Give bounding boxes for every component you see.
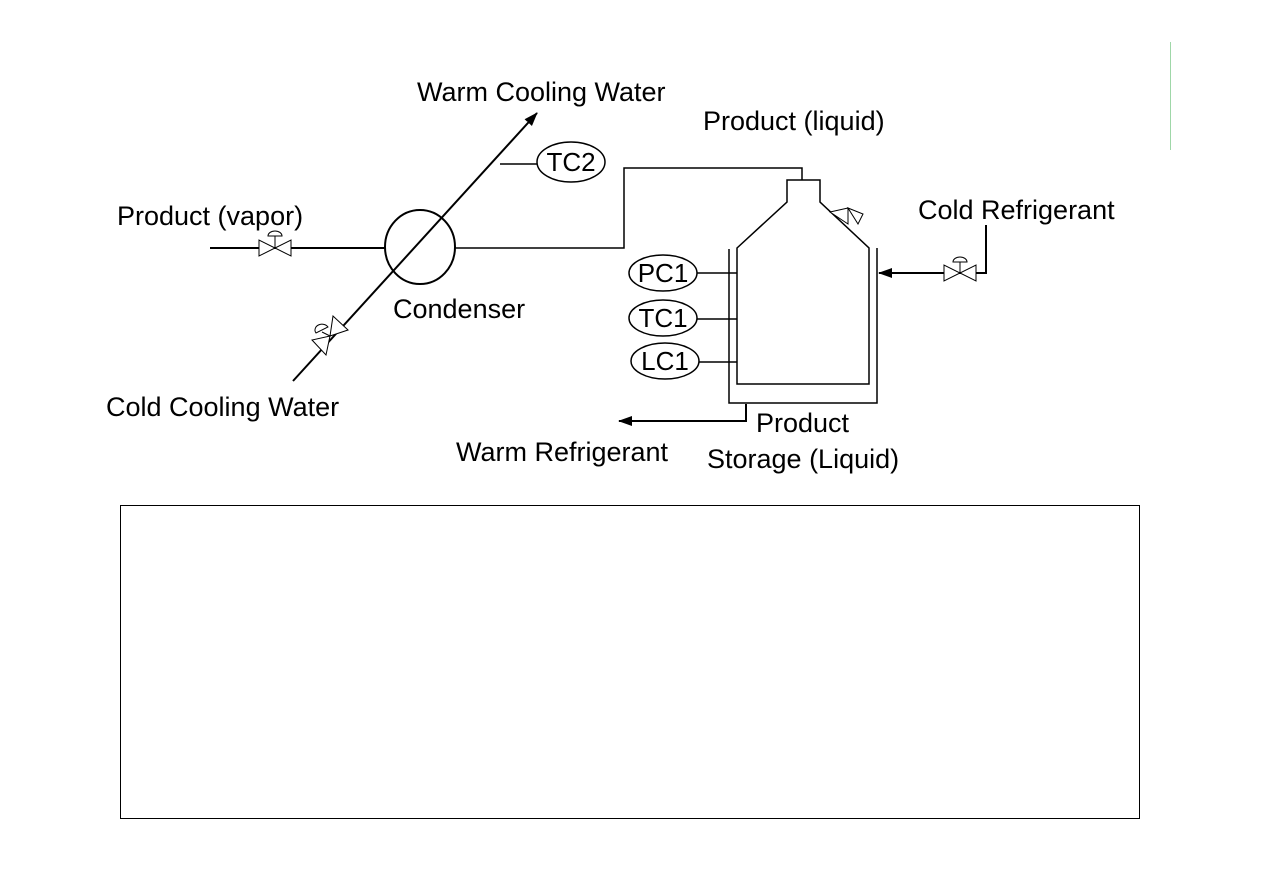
warm-cooling-water-label: Warm Cooling Water	[417, 77, 666, 107]
product-liquid-label: Product (liquid)	[703, 106, 885, 136]
tc2-label: TC2	[546, 147, 595, 177]
pc1-bubble	[628, 254, 698, 292]
warm-refrigerant-line	[618, 404, 747, 426]
answer-box[interactable]	[120, 505, 1140, 819]
vapor-valve-icon	[258, 230, 292, 257]
cold-refrigerant-line	[878, 225, 987, 278]
condenser-symbol	[384, 209, 456, 285]
product-liquid-line	[455, 167, 803, 249]
lc1-label: LC1	[641, 346, 689, 376]
lc1-bubble	[630, 342, 700, 380]
tc1-bubble	[628, 299, 698, 337]
condenser-label: Condenser	[393, 294, 525, 324]
cold-refrigerant-label: Cold Refrigerant	[918, 195, 1115, 225]
pc1-label: PC1	[638, 258, 689, 288]
product-vapor-label: Product (vapor)	[117, 201, 303, 231]
cold-cooling-water-label: Cold Cooling Water	[106, 392, 339, 422]
refrigerant-valve-icon	[943, 256, 977, 282]
product-storage-label-line1: Product	[756, 408, 850, 438]
product-storage-label-line2: Storage (Liquid)	[707, 444, 899, 474]
tc2-bubble	[536, 141, 606, 183]
relief-valve-icon	[828, 206, 864, 226]
warm-refrigerant-label: Warm Refrigerant	[456, 437, 669, 467]
cooling-water-valve-icon	[311, 314, 349, 357]
margin-marker	[1170, 42, 1171, 150]
vessel-inner	[736, 179, 870, 385]
tc1-label: TC1	[638, 303, 687, 333]
vessel-jacket	[728, 248, 878, 404]
cooling-water-line	[292, 112, 538, 382]
